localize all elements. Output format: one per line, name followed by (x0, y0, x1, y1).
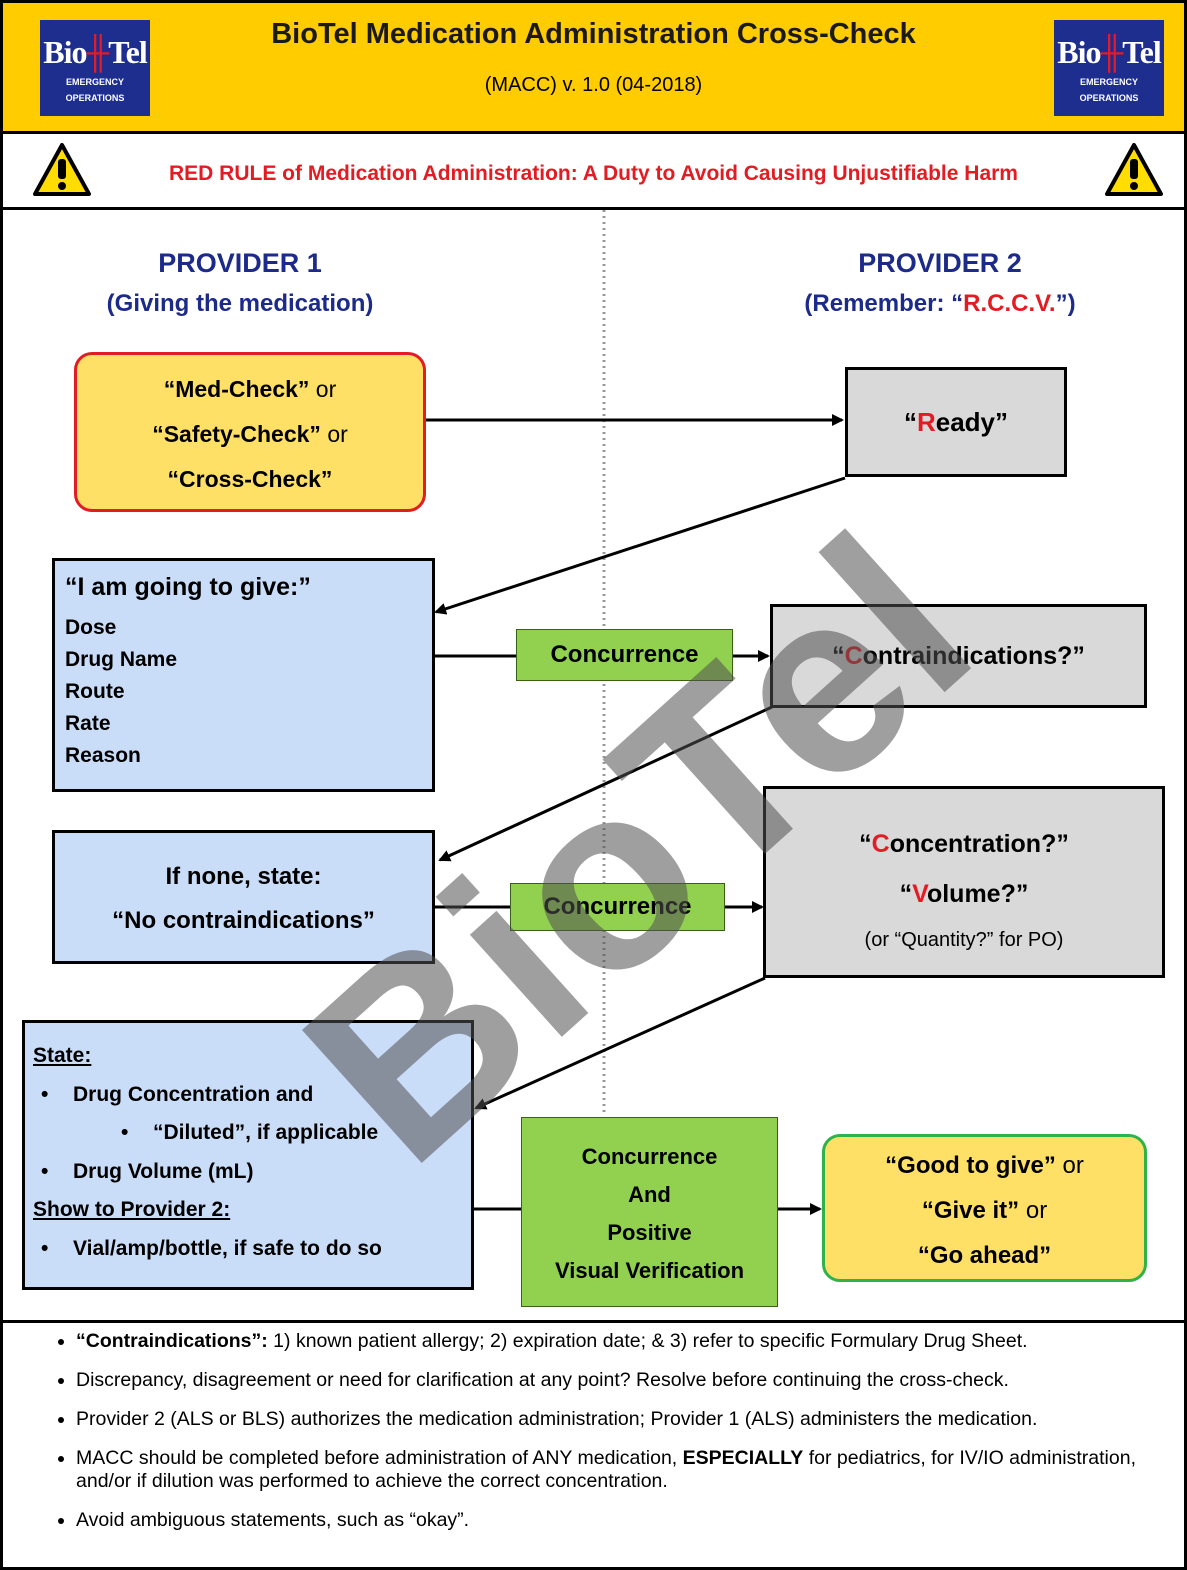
red-rule-statement: RED RULE of Medication Administration: A… (169, 162, 1018, 185)
ready-box: “Ready” (845, 367, 1067, 477)
note-item: Provider 2 (ALS or BLS) authorizes the m… (76, 1408, 1170, 1431)
note-item: Avoid ambiguous statements, such as “oka… (76, 1509, 1170, 1532)
concurrence-verification-box: Concurrence And Positive Visual Verifica… (521, 1117, 778, 1307)
header-banner (0, 0, 1187, 134)
arrow-contra-to-none (438, 705, 773, 862)
note-item: “Contraindications”: 1) known patient al… (76, 1330, 1170, 1353)
page-subtitle: (MACC) v. 1.0 (04-2018) (484, 74, 703, 96)
contraindications-box: “Contraindications?” (770, 604, 1147, 708)
provider2-title: PROVIDER 2 (858, 248, 1022, 278)
biotel-logo-right: Bio╫Tel EMERGENCY OPERATIONS (1054, 20, 1164, 116)
provider1-title: PROVIDER 1 (158, 248, 322, 278)
concurrence-box-1: Concurrence (516, 629, 733, 681)
going-to-give-box: “I am going to give:” Dose Drug Name Rou… (52, 558, 435, 792)
arrow-ready-to-give (434, 476, 846, 615)
warning-icon (33, 143, 91, 196)
arrow-conc-to-state (474, 976, 766, 1110)
note-item: MACC should be completed before administ… (76, 1447, 1170, 1493)
good-to-give-box: “Good to give” or “Give it” or “Go ahead… (822, 1134, 1147, 1282)
note-item: Discrepancy, disagreement or need for cl… (76, 1369, 1170, 1392)
notes-list: “Contraindications”: 1) known patient al… (30, 1330, 1170, 1548)
notes-divider (0, 1320, 1187, 1323)
concurrence-box-2: Concurrence (510, 883, 725, 931)
med-check-box: “Med-Check” or “Safety-Check” or “Cross-… (74, 352, 426, 512)
state-box: State: Drug Concentration and “Diluted”,… (22, 1020, 474, 1290)
biotel-logo-left: Bio╫Tel EMERGENCY OPERATIONS (40, 20, 150, 116)
concentration-volume-box: “Concentration?” “Volume?” (or “Quantity… (763, 786, 1165, 978)
red-rule-band (0, 134, 1187, 210)
no-contraindications-box: If none, state: “No contraindications” (52, 830, 435, 964)
warning-icon (1105, 143, 1163, 196)
provider1-subtitle: (Giving the medication) (106, 290, 374, 317)
provider2-subtitle: (Remember: “R.C.C.V.”) (804, 290, 1076, 317)
page-title: BioTel Medication Administration Cross-C… (271, 18, 916, 50)
